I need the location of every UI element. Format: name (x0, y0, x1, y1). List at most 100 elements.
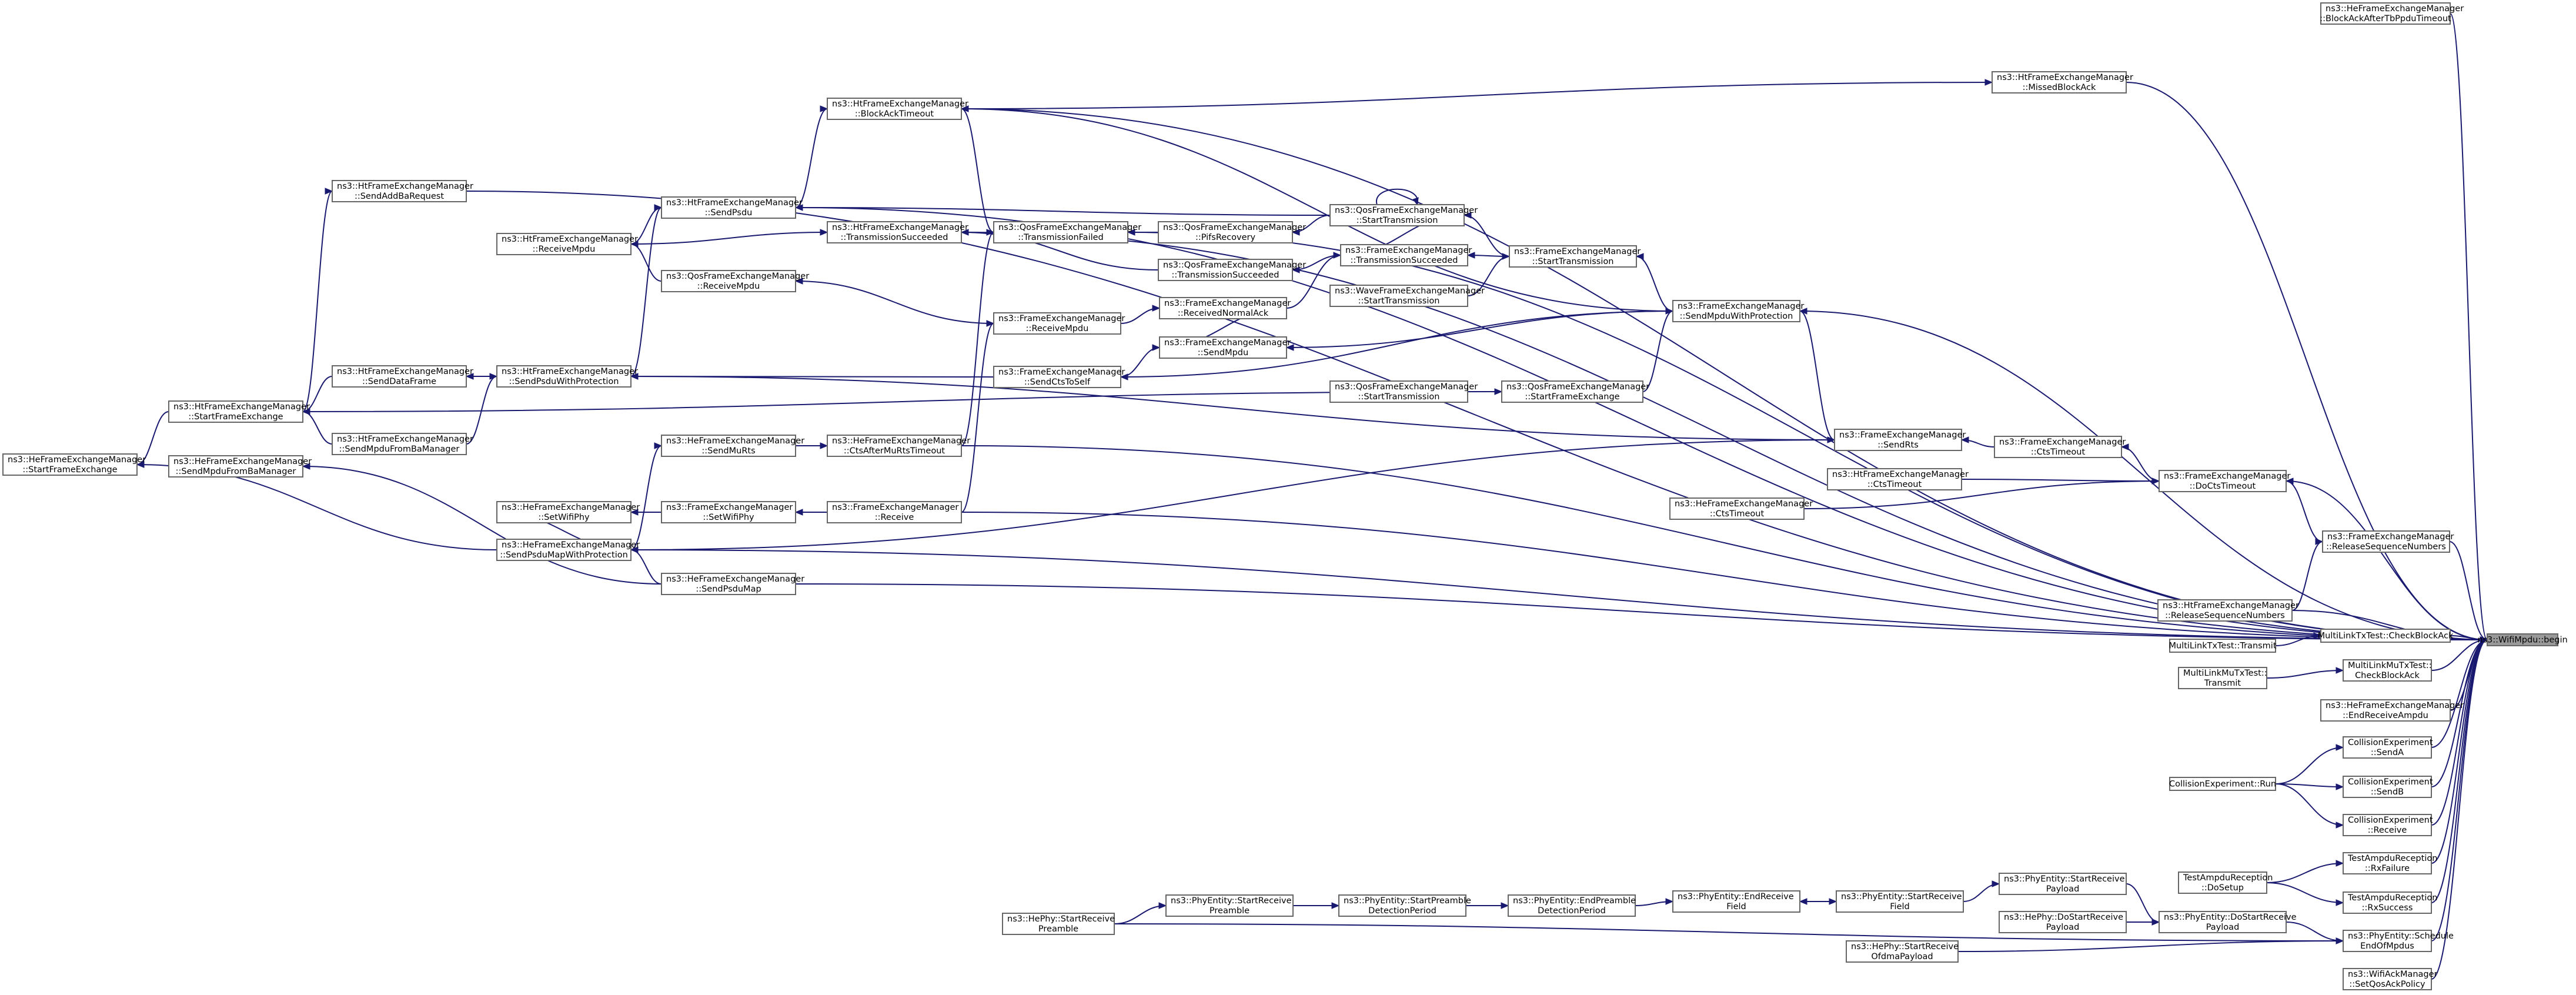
node-mlmu_checkba[interactable]: MultiLinkMuTxTest::CheckBlockAck (2343, 659, 2432, 682)
node-ht_senddataframe[interactable]: ns3::HtFrameExchangeManager::SendDataFra… (332, 365, 473, 388)
node-fem_recvnormalack[interactable]: ns3::FrameExchangeManager::ReceivedNorma… (1159, 297, 1291, 319)
node-he_sendmurts[interactable]: ns3::HeFrameExchangeManager::SendMuRts (661, 435, 804, 457)
node-fem_txsucc[interactable]: ns3::FrameExchangeManager::TransmissionS… (1340, 244, 1472, 266)
node-box[interactable] (332, 365, 467, 388)
node-box[interactable] (2343, 814, 2432, 836)
node-box[interactable] (1329, 285, 1468, 307)
node-box[interactable] (2178, 872, 2267, 894)
node-box[interactable] (1836, 890, 1964, 913)
node-he_sendpsdumap[interactable]: ns3::HeFrameExchangeManager::SendPsduMap (661, 573, 804, 595)
node-box[interactable] (496, 233, 632, 255)
node-wifiack_setqos[interactable]: ns3::WifiAckManager::SetQosAckPolicy (2343, 968, 2438, 990)
node-box[interactable] (2169, 777, 2276, 791)
node-fem_starttx[interactable]: ns3::FrameExchangeManager::StartTransmis… (1509, 245, 1641, 268)
node-fem_sendrts[interactable]: ns3::FrameExchangeManager::SendRts (1834, 429, 1966, 451)
node-box[interactable] (2320, 699, 2451, 722)
node-box[interactable] (1672, 300, 1800, 322)
node-box[interactable] (2159, 470, 2287, 492)
node-box[interactable] (1501, 380, 1643, 403)
node-box[interactable] (2343, 659, 2432, 682)
node-tar_dosetup[interactable]: TestAmpduReception::DoSetup (2178, 872, 2273, 894)
node-box[interactable] (2343, 852, 2432, 874)
node-box[interactable] (661, 501, 796, 523)
node-ht_ctstimeout[interactable]: ns3::HtFrameExchangeManager::CtsTimeout (1827, 468, 1969, 490)
node-he_endrecvampdu[interactable]: ns3::HeFrameExchangeManager::EndReceiveA… (2320, 699, 2464, 722)
node-box[interactable] (168, 455, 303, 478)
node-ce_receive[interactable]: CollisionExperiment::Receive (2343, 814, 2433, 836)
node-box[interactable] (2343, 736, 2432, 759)
node-fem_receive[interactable]: ns3::FrameExchangeManager::Receive (827, 501, 962, 523)
node-box[interactable] (1158, 259, 1293, 281)
node-box[interactable] (1340, 244, 1468, 266)
node-he_baafter[interactable]: ns3::HeFrameExchangeManager::BlockAckAft… (2320, 2, 2464, 25)
node-box[interactable] (1827, 468, 1962, 490)
node-he_startfe[interactable]: ns3::HeFrameExchangeManager::StartFrameE… (2, 453, 146, 476)
node-box[interactable] (496, 365, 632, 388)
node-mltx_checkba[interactable]: MultiLinkTxTest::CheckBlockAck (2318, 629, 2454, 643)
node-box[interactable] (496, 539, 632, 561)
node-box[interactable] (2320, 629, 2451, 643)
node-tar_rxfailure[interactable]: TestAmpduReception::RxFailure (2343, 852, 2437, 874)
node-box[interactable] (1329, 380, 1468, 403)
node-box[interactable] (1999, 911, 2127, 933)
node-pe_startpreamble[interactable]: ns3::PhyEntity::StartPreambleDetectionPe… (1338, 894, 1471, 917)
node-box[interactable] (661, 196, 796, 219)
node-ht_missed[interactable]: ns3::HtFrameExchangeManager::MissedBlock… (1992, 71, 2133, 94)
node-box[interactable] (2, 453, 138, 476)
node-box[interactable] (496, 501, 632, 523)
node-he_ctstimeout[interactable]: ns3::HeFrameExchangeManager::CtsTimeout (1669, 498, 1813, 520)
node-box[interactable] (168, 400, 303, 423)
node-ce_sendb[interactable]: CollisionExperiment::SendB (2343, 776, 2433, 798)
node-box[interactable] (827, 221, 962, 243)
node-ht_batimeout[interactable]: ns3::HtFrameExchangeManager::BlockAckTim… (827, 98, 968, 120)
node-he_sendmpdufromba[interactable]: ns3::HeFrameExchangeManager::SendMpduFro… (168, 455, 312, 478)
node-box[interactable] (2343, 892, 2432, 914)
node-fem_sendmpdu[interactable]: ns3::FrameExchangeManager::SendMpdu (1159, 336, 1291, 359)
node-ht_txsucc[interactable]: ns3::HtFrameExchangeManager::Transmissio… (827, 221, 968, 243)
node-box[interactable] (1002, 913, 1115, 935)
node-qos_starttx[interactable]: ns3::QosFrameExchangeManager::StartTrans… (1329, 204, 1478, 226)
node-fem_sendmpduwp[interactable]: ns3::FrameExchangeManager::SendMpduWithP… (1672, 300, 1804, 322)
node-mltx_transmit[interactable]: MultiLinkTxTest::Transmit (2169, 639, 2277, 653)
node-box[interactable] (827, 98, 962, 120)
node-box[interactable] (1669, 498, 1805, 520)
node-box[interactable] (1338, 894, 1466, 917)
node-ht_sendaddba[interactable]: ns3::HtFrameExchangeManager::SendAddBaRe… (332, 180, 473, 202)
node-box[interactable] (661, 573, 796, 595)
node-he_sendpsdumapwp[interactable]: ns3::HeFrameExchangeManager::SendPsduMap… (496, 539, 640, 561)
node-box[interactable] (1672, 890, 1800, 913)
node-box[interactable] (1834, 429, 1962, 451)
node-ht_sendpsduwp[interactable]: ns3::HtFrameExchangeManager::SendPsduWit… (496, 365, 638, 388)
node-box[interactable] (1165, 894, 1294, 917)
node-box[interactable] (1992, 71, 2127, 94)
node-box[interactable] (2343, 968, 2432, 990)
node-tar_rxsuccess[interactable]: TestAmpduReception::RxSuccess (2343, 892, 2437, 914)
node-ce_senda[interactable]: CollisionExperiment::SendA (2343, 736, 2433, 759)
node-box[interactable] (2157, 599, 2293, 622)
node-box[interactable] (2169, 639, 2276, 653)
node-ht_relseq[interactable]: ns3::HtFrameExchangeManager::ReleaseSequ… (2157, 599, 2299, 622)
node-root[interactable]: ns3::WifiMpdu::begin (2477, 633, 2568, 646)
node-box[interactable] (1846, 940, 1959, 963)
node-box[interactable] (993, 312, 1121, 335)
node-qos_txsucc[interactable]: ns3::QosFrameExchangeManager::Transmissi… (1158, 259, 1306, 281)
node-qos_txfailed[interactable]: ns3::QosFrameExchangeManager::Transmissi… (993, 221, 1141, 243)
node-fem_ctstimeout[interactable]: ns3::FrameExchangeManager::CtsTimeout (1994, 436, 2126, 458)
node-qos_starttx2[interactable]: ns3::QosFrameExchangeManager::StartTrans… (1329, 380, 1478, 403)
node-qos_pifs[interactable]: ns3::QosFrameExchangeManager::PifsRecove… (1158, 221, 1306, 243)
node-box[interactable] (1159, 336, 1287, 359)
node-box[interactable] (2159, 911, 2287, 933)
node-box[interactable] (1159, 297, 1287, 319)
node-box[interactable] (332, 433, 467, 455)
node-he_ctsaftermurts[interactable]: ns3::HeFrameExchangeManager::CtsAfterMuR… (827, 435, 970, 457)
node-pe_endpreamble[interactable]: ns3::PhyEntity::EndPreambleDetectionPeri… (1508, 894, 1636, 917)
node-qos_recvmpdu[interactable]: ns3::QosFrameExchangeManager::ReceiveMpd… (661, 270, 809, 292)
node-qos_startfe[interactable]: ns3::QosFrameExchangeManager::StartFrame… (1501, 380, 1649, 403)
node-box[interactable] (1508, 894, 1636, 917)
